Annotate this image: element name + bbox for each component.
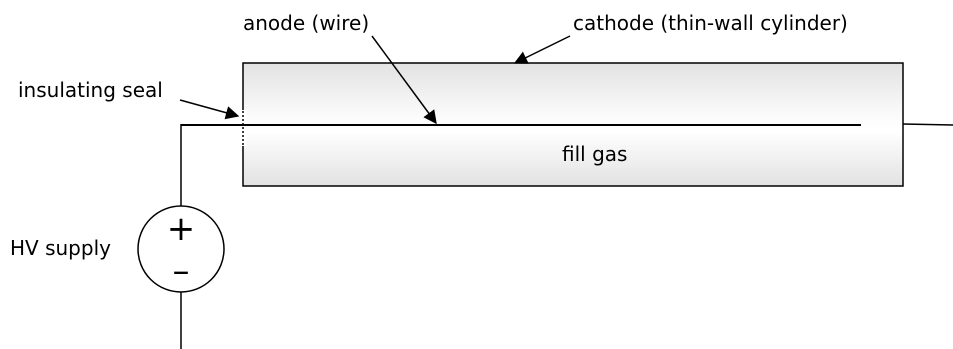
hv-supply-symbol	[137, 205, 225, 293]
hv-supply-label: HV supply	[10, 236, 111, 260]
fill-gas-label: fill gas	[562, 142, 627, 166]
plus-sign: +	[167, 209, 196, 249]
insulating-seal-label: insulating seal	[18, 78, 163, 102]
anode-arrow	[371, 35, 437, 125]
seal-arrow	[179, 99, 240, 120]
cathode-arrow	[513, 35, 571, 64]
cathode-label: cathode (thin-wall cylinder)	[573, 11, 848, 35]
anode-label: anode (wire)	[243, 11, 369, 35]
minus-sign: –	[173, 251, 190, 291]
cathode-lead	[902, 123, 953, 126]
